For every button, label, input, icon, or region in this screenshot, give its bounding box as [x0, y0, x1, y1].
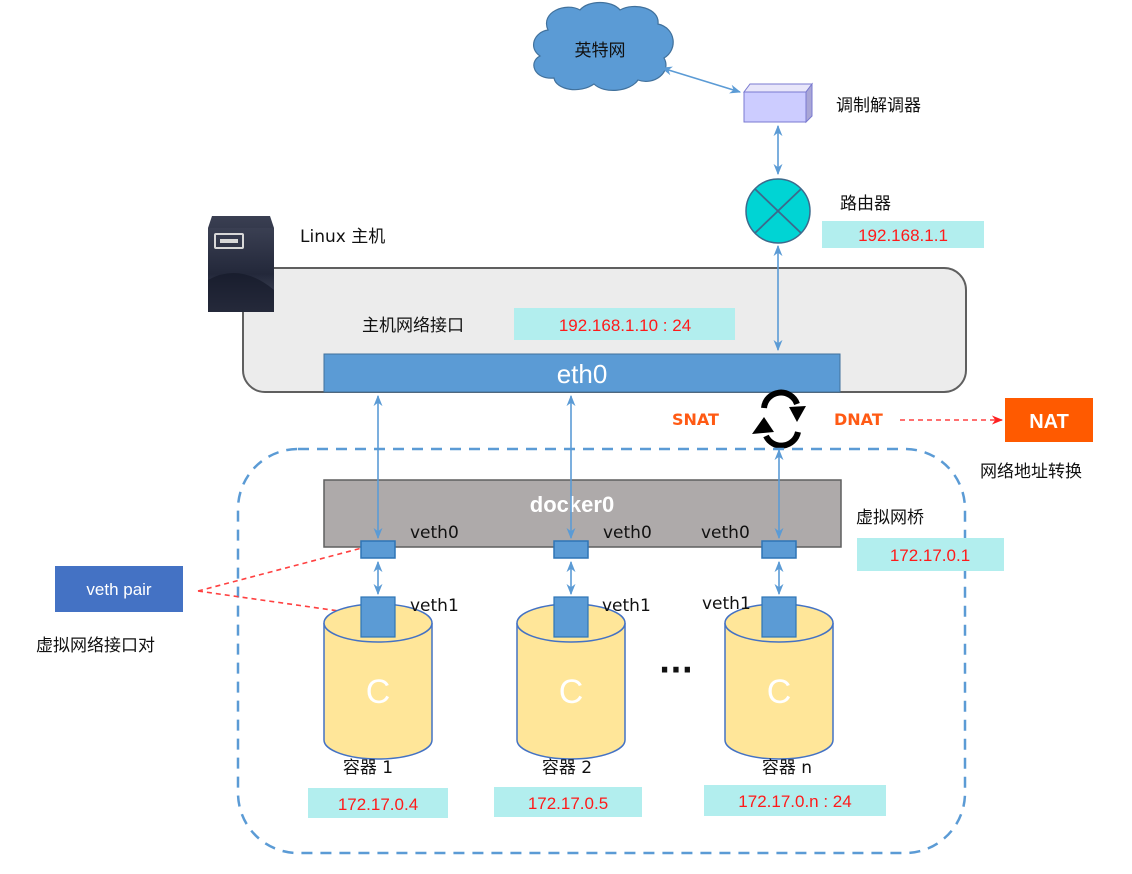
dnat-label: DNAT — [834, 410, 883, 429]
veth0-port — [360, 540, 396, 559]
router-ip-badge — [822, 221, 984, 248]
container-ip-badge — [704, 785, 886, 816]
veth1-port — [553, 596, 589, 638]
veth1-label: veth1 — [602, 596, 651, 616]
veth1-label: veth1 — [410, 596, 459, 616]
container-ip-badge — [494, 787, 642, 817]
veth-pair-box — [55, 566, 183, 612]
veth1-port — [761, 596, 797, 638]
modem-icon — [743, 83, 813, 93]
internet-modem-link — [660, 66, 742, 94]
container-glyph: C — [366, 673, 391, 711]
container-cylinder-icon — [323, 623, 433, 760]
veth1-label: veth1 — [702, 594, 751, 614]
docker0-label: docker0 — [530, 492, 614, 517]
modem: 调制解调器 — [743, 82, 921, 124]
veth-pair-label: veth pair — [86, 580, 152, 599]
router-icon — [745, 178, 811, 244]
container-ip: 172.17.0.4 — [338, 795, 418, 814]
nat-box — [1005, 398, 1093, 442]
snat-label: SNAT — [672, 410, 719, 429]
container-name: 容器 n — [762, 758, 812, 778]
eth0-label: eth0 — [557, 359, 608, 389]
host-nic-label: 主机网络接口 — [362, 316, 464, 336]
veth1-port — [360, 596, 396, 638]
bridge-label: 虚拟网桥 — [856, 508, 924, 528]
veth-pair-caption: 虚拟网络接口对 — [36, 636, 155, 656]
container-glyph: C — [767, 673, 792, 711]
veth0-label: veth0 — [410, 523, 459, 543]
docker0-bridge — [323, 479, 842, 548]
container-name: 容器 2 — [542, 758, 592, 778]
veth0-label: veth0 — [603, 523, 652, 543]
container-cylinder-icon — [724, 623, 834, 760]
linux-host-label: Linux 主机 — [300, 227, 385, 247]
router-ip: 192.168.1.1 — [858, 226, 948, 245]
container-ip-badge — [308, 788, 448, 818]
nat-caption: 网络地址转换 — [980, 462, 1082, 482]
router-label: 路由器 — [840, 194, 891, 214]
bridge-ip-badge — [857, 538, 1004, 571]
veth0-port — [761, 540, 797, 559]
host-nic-ip-badge — [514, 308, 735, 340]
eth0-interface — [323, 353, 841, 393]
veth0-label: veth0 — [701, 523, 750, 543]
router: 路由器 192.168.1.1 — [745, 178, 984, 248]
host-nic-ip: 192.168.1.10 : 24 — [559, 316, 691, 335]
container-ip: 172.17.0.5 — [528, 794, 608, 813]
server-icon — [208, 216, 274, 312]
container-ip: 172.17.0.n : 24 — [738, 792, 851, 811]
internet-label: 英特网 — [575, 41, 626, 61]
modem-label: 调制解调器 — [836, 96, 921, 116]
veth-pair-pointer-veth0 — [197, 547, 363, 592]
bridge-ip: 172.17.0.1 — [890, 546, 970, 565]
sync-icon — [752, 389, 806, 449]
docker-network-region — [236, 447, 967, 855]
container-name: 容器 1 — [343, 758, 393, 778]
veth0-port — [553, 540, 589, 559]
veth-pair-pointer-veth1 — [197, 590, 361, 615]
ellipsis: ··· — [659, 653, 693, 688]
container-cylinder-icon — [516, 623, 626, 760]
container-glyph: C — [559, 673, 584, 711]
internet-cloud: 英特网 — [532, 1, 674, 91]
nat-box-label: NAT — [1029, 411, 1069, 433]
cloud-icon — [532, 1, 674, 91]
